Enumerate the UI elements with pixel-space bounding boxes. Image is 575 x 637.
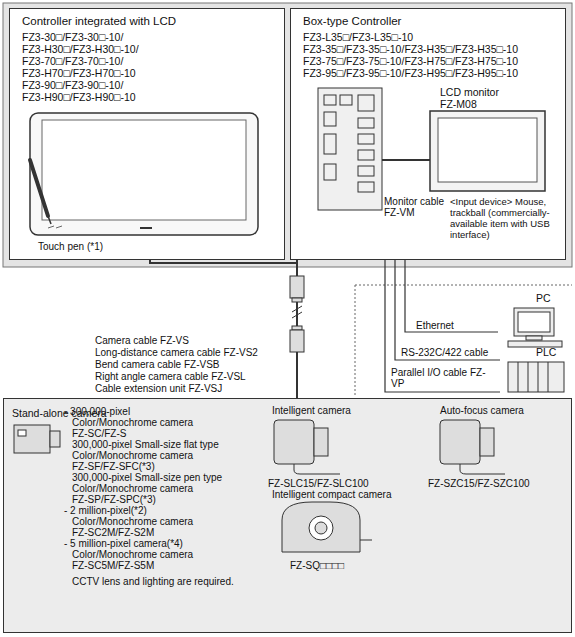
communication-line bbox=[385, 260, 500, 392]
touch-pen bbox=[30, 160, 51, 224]
panel-fill bbox=[9, 8, 285, 260]
camera-label: Color/Monochrome camera bbox=[72, 516, 193, 527]
model-list: FZ3-35□/FZ3-35□-10/FZ3-H35□/FZ3-H35□-10 bbox=[303, 43, 518, 55]
box-controller bbox=[318, 88, 382, 210]
model-list: FZ-M08 bbox=[440, 98, 477, 110]
cable-label: Bend camera cable FZ-VSB bbox=[95, 359, 220, 370]
auto-focus-camera bbox=[440, 420, 505, 474]
camera-cable bbox=[290, 276, 304, 352]
camera-label: FZ-SQ□□□□ bbox=[290, 560, 344, 571]
pc-node: PC bbox=[498, 292, 568, 350]
camera-label: Color/Monochrome camera bbox=[72, 450, 193, 461]
model-list: FZ3-30□/FZ3-30□-10/ bbox=[22, 31, 123, 43]
cable-label: Camera cable FZ-VS bbox=[95, 335, 189, 346]
lcd-monitor bbox=[430, 111, 545, 191]
camera-label: Color/Monochrome camera bbox=[72, 549, 193, 560]
camera-label: FZ-SF/FZ-SFC(*3) bbox=[72, 461, 155, 472]
camera-label: FZ-SC/FZ-S bbox=[72, 428, 126, 439]
camera-label: - 2 million-pixel(*2) bbox=[64, 505, 147, 516]
camera-label: FZ-SZC15/FZ-SZC100 bbox=[428, 478, 530, 489]
controller-panel bbox=[3, 3, 572, 267]
dotted-boundary bbox=[355, 285, 572, 395]
lcd-controller bbox=[30, 113, 258, 235]
camera-label: CCTV lens and lighting are required. bbox=[72, 576, 234, 587]
callout-label: Touch pen (*1) bbox=[38, 241, 103, 252]
connection-label: RS-232C/422 cable bbox=[400, 347, 489, 358]
connection-label: Ethernet bbox=[415, 320, 455, 331]
model-list: FZ3-L35□/FZ3-L35□-10 bbox=[303, 31, 413, 43]
model-list: FZ3-H90□/FZ3-H90□-10 bbox=[22, 91, 136, 103]
camera-label: FZ-SLC15/FZ-SLC100 bbox=[268, 478, 369, 489]
camera-label: - 300,000-pixel bbox=[64, 406, 130, 417]
communication-line bbox=[395, 260, 500, 360]
camera-label: FZ-SC2M/FZ-S2M bbox=[72, 527, 154, 538]
node-heading: Controller integrated with LCD bbox=[22, 15, 176, 27]
camera-label: Intelligent compact camera bbox=[272, 489, 392, 500]
node-heading: LCD monitor bbox=[440, 86, 499, 98]
monitor-cable bbox=[382, 159, 430, 161]
camera-label: 300,000-pixel Small-size flat type bbox=[72, 439, 219, 450]
model-list: FZ3-H30□/FZ3-H30□-10/ bbox=[22, 43, 139, 55]
intelligent-compact-camera bbox=[282, 502, 372, 552]
model-list: FZ3-75□/FZ3-75□-10/FZ3-H75□/FZ3-H75□-10 bbox=[303, 55, 518, 67]
camera-label: FZ-SP/FZ-SPC(*3) bbox=[72, 494, 156, 505]
model-list: FZ3-H70□/FZ3-H70□-10 bbox=[22, 67, 136, 79]
panel-fill bbox=[290, 8, 566, 260]
node-heading: PLC bbox=[536, 346, 556, 358]
camera-label: - 5 million-pixel camera(*4) bbox=[64, 538, 183, 549]
connection-label: Parallel I/O cable FZ-VP bbox=[390, 367, 487, 389]
plc-symbol bbox=[508, 362, 564, 392]
node-heading: Box-type Controller bbox=[303, 15, 401, 27]
plc-node: PLC bbox=[500, 346, 568, 396]
cable-label: Long-distance camera cable FZ-VS2 bbox=[95, 347, 258, 358]
camera-label: Color/Monochrome camera bbox=[72, 483, 193, 494]
model-list: FZ3-90□/FZ3-90□-10/ bbox=[22, 79, 123, 91]
controller-box: Controller integrated with LCD FZ3-30□/FZ… bbox=[9, 8, 285, 260]
camera-panel-fill bbox=[3, 398, 572, 633]
camera-label: Auto-focus camera bbox=[440, 405, 524, 416]
camera-label: 300,000-pixel Small-size pen type bbox=[72, 472, 222, 483]
stand-alone-camera bbox=[14, 425, 60, 453]
model-list: FZ3-70□/FZ3-70□-10/ bbox=[22, 55, 123, 67]
monitor-node: LCD monitorFZ-M08 bbox=[426, 84, 551, 196]
model-list: FZ3-95□/FZ3-95□-10/FZ3-H95□/FZ3-H95□-10 bbox=[303, 67, 518, 79]
intelligent-camera bbox=[274, 420, 340, 474]
cable-label: Cable extension unit FZ-VSJ bbox=[95, 383, 222, 394]
communication-line bbox=[405, 260, 498, 332]
pc-symbol bbox=[508, 308, 562, 347]
callout-label: Monitor cable FZ-VM bbox=[384, 196, 446, 218]
camera-label: Color/Monochrome camera bbox=[72, 417, 193, 428]
camera-label: FZ-SC5M/FZ-S5M bbox=[72, 560, 154, 571]
camera-label: Intelligent camera bbox=[272, 405, 351, 416]
node-heading: PC bbox=[536, 292, 551, 304]
callout-label: <Input device> Mouse, trackball (commerc… bbox=[450, 196, 564, 240]
cable-label: Right angle camera cable FZ-VSL bbox=[95, 371, 246, 382]
